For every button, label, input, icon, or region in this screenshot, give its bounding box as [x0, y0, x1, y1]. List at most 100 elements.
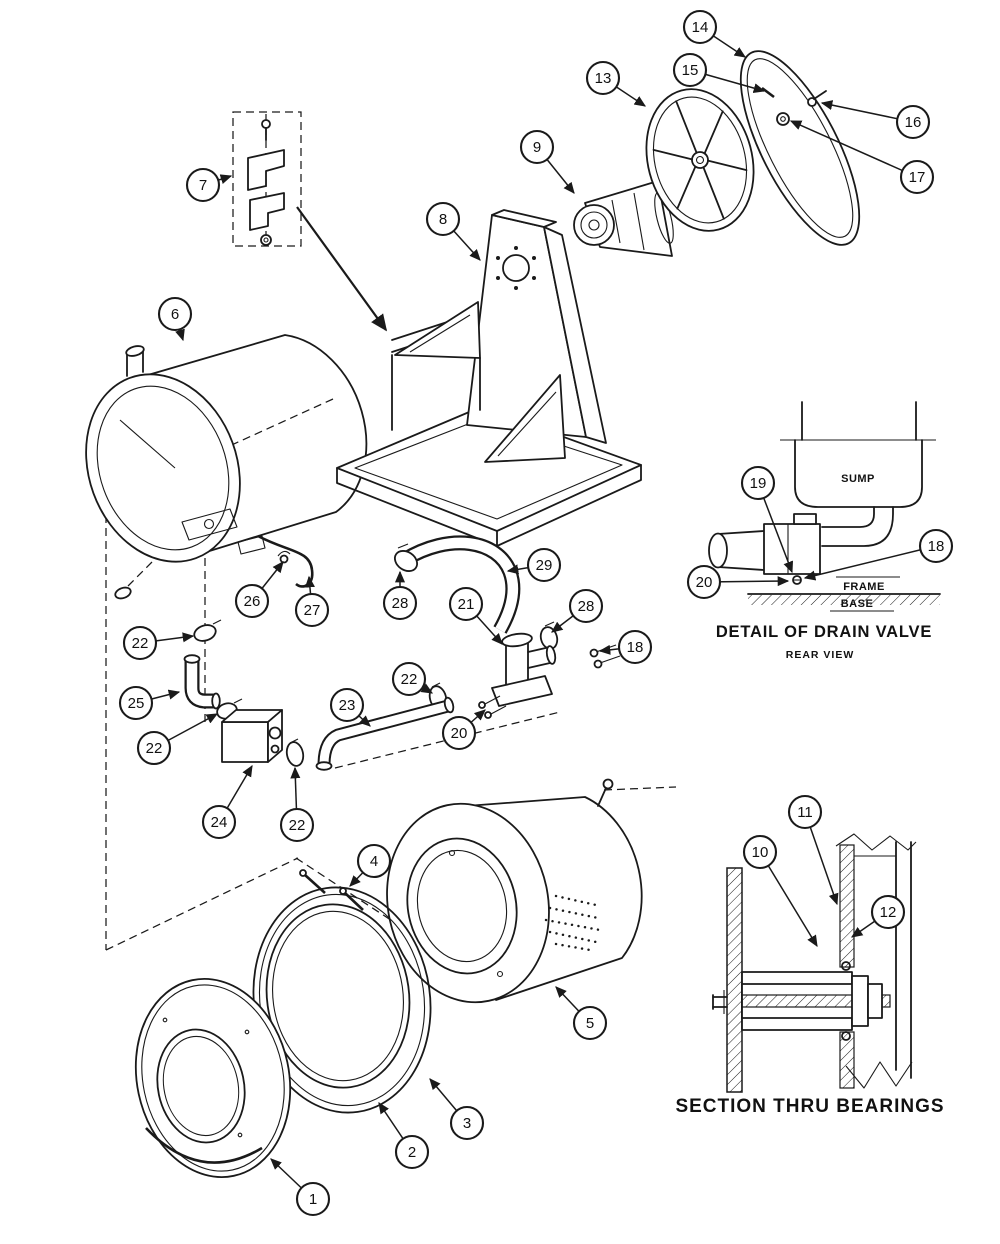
callout-9: 9 [519, 129, 575, 194]
callout-8: 8 [425, 201, 481, 261]
base-label: BASE [841, 598, 874, 610]
svg-text:22: 22 [146, 740, 163, 757]
svg-text:10: 10 [752, 844, 769, 861]
screw-18 [589, 648, 599, 658]
bearing-housing-cone [573, 180, 674, 257]
mount-arrow [296, 206, 388, 332]
overflow-hose [257, 534, 314, 588]
svg-text:22: 22 [132, 635, 149, 652]
svg-text:20: 20 [451, 725, 468, 742]
svg-text:17: 17 [909, 169, 926, 186]
frame-label: FRAME [843, 581, 885, 593]
svg-text:5: 5 [586, 1015, 594, 1032]
callout-20-b: 20 [686, 564, 790, 600]
callout-3: 3 [429, 1078, 485, 1141]
belt [739, 50, 861, 246]
drain-hose [393, 535, 559, 650]
svg-text:26: 26 [244, 593, 261, 610]
callouts: 14 13 15 16 17 9 7 8 [118, 9, 954, 1217]
svg-text:8: 8 [439, 211, 447, 228]
callout-15: 15 [672, 52, 766, 94]
callout-20-a: 20 [441, 709, 486, 751]
svg-text:11: 11 [797, 804, 813, 821]
svg-text:25: 25 [128, 695, 145, 712]
svg-text:27: 27 [304, 602, 321, 619]
callout-19: 19 [740, 465, 794, 574]
clamp-22a [193, 624, 217, 642]
callout-29: 29 [506, 547, 562, 583]
callout-4: 4 [349, 843, 392, 887]
svg-text:16: 16 [905, 114, 922, 131]
svg-text:21: 21 [458, 596, 475, 613]
svg-text:23: 23 [339, 697, 356, 714]
svg-text:2: 2 [408, 1144, 416, 1161]
callout-26: 26 [234, 561, 284, 619]
svg-text:22: 22 [289, 817, 306, 834]
callout-27: 27 [294, 575, 330, 628]
drain-detail-subtitle: REAR VIEW [786, 649, 855, 661]
mounting-bracket-kit [232, 111, 302, 247]
screw-18 [593, 659, 603, 669]
svg-text:19: 19 [750, 475, 767, 492]
svg-text:6: 6 [171, 306, 179, 323]
frame-assembly [336, 209, 642, 547]
callout-14: 14 [682, 9, 746, 58]
screw-20 [478, 701, 486, 709]
svg-text:7: 7 [199, 177, 207, 194]
callout-25: 25 [118, 685, 181, 721]
pulley-hardware [761, 86, 827, 126]
callout-17: 17 [789, 120, 935, 195]
clamp-22d [285, 741, 305, 767]
drain-detail-title: DETAIL OF DRAIN VALVE [716, 623, 932, 641]
svg-text:20: 20 [696, 574, 713, 591]
svg-text:18: 18 [627, 639, 644, 656]
svg-text:14: 14 [692, 19, 709, 36]
callout-11: 11 [787, 794, 839, 906]
callout-6: 6 [157, 296, 193, 342]
svg-text:29: 29 [536, 557, 553, 574]
svg-text:3: 3 [463, 1115, 471, 1132]
svg-text:24: 24 [211, 814, 228, 831]
svg-text:1: 1 [309, 1191, 317, 1208]
svg-text:4: 4 [370, 853, 378, 870]
drain-valve-inset: SUMP FRAME BASE DETAIL OF DRAIN VALVE RE… [708, 401, 941, 661]
svg-text:28: 28 [392, 595, 409, 612]
clamps-22 [193, 619, 448, 767]
callout-22-b: 22 [136, 713, 219, 766]
callout-13: 13 [585, 60, 646, 107]
callout-18-b: 18 [803, 528, 954, 581]
svg-text:28: 28 [578, 598, 595, 615]
callout-12: 12 [851, 894, 906, 938]
clip-26 [279, 554, 289, 564]
spin-basket [386, 778, 643, 1004]
callout-23: 23 [329, 687, 371, 727]
callout-18-a: 18 [598, 629, 653, 665]
sump-label: SUMP [841, 473, 875, 485]
callout-28-b: 28 [551, 588, 604, 633]
callout-2: 2 [378, 1102, 430, 1170]
svg-text:15: 15 [682, 62, 699, 79]
solenoid-valve [221, 709, 283, 763]
bearing-section-inset: SECTION THRU BEARINGS [675, 833, 944, 1117]
callout-22-a: 22 [122, 625, 195, 661]
front-panel [134, 978, 292, 1178]
outer-tub [85, 334, 368, 600]
callout-10: 10 [742, 834, 818, 948]
callout-22-c: 22 [391, 661, 434, 697]
screw-20 [484, 711, 492, 719]
svg-text:13: 13 [595, 70, 612, 87]
hose-clamp-28a [393, 550, 419, 572]
callout-22-d: 22 [279, 766, 315, 843]
svg-text:12: 12 [880, 904, 897, 921]
elbow-fitting [183, 654, 221, 710]
callout-28-a: 28 [382, 570, 418, 621]
drain-tube [315, 696, 455, 771]
bearing-section-title: SECTION THRU BEARINGS [675, 1096, 944, 1117]
callout-1: 1 [270, 1158, 331, 1217]
svg-text:22: 22 [401, 671, 418, 688]
svg-text:9: 9 [533, 139, 541, 156]
drain-valve [478, 632, 621, 719]
ring-2 [265, 903, 411, 1089]
